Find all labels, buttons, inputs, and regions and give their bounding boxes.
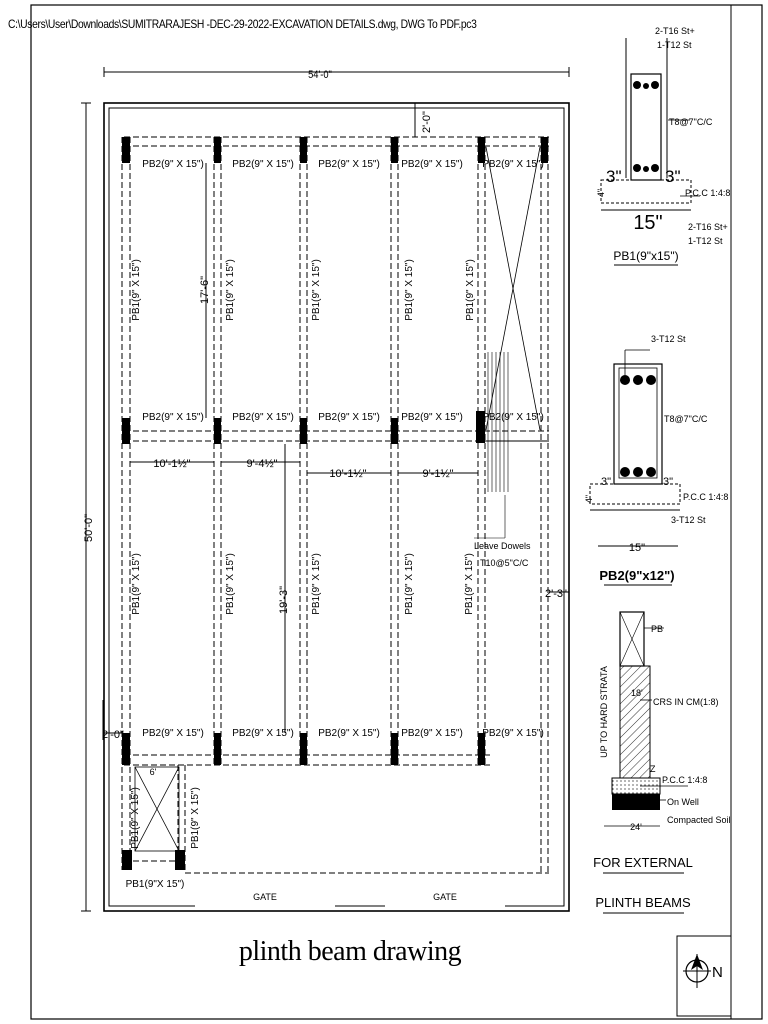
pb1-label: PB1(9" X 15") [465,259,476,321]
columns [122,137,548,870]
pb1-label: PB1(9" X 15") [225,553,236,615]
pb1-top-bars: 2-T16 St+ [655,26,695,36]
drawing-title: plinth beam drawing [238,936,462,967]
ext-width: 24' [630,822,642,832]
pb2-pcc: P.C.C 1:4:8 [683,492,728,502]
pb2-label: PB2(9" X 15") [142,412,204,423]
ext-caption-1: FOR EXTERNAL [593,855,693,870]
pb1-bottom-bars: 2-T16 St+ [688,222,728,232]
beam-lines-vertical [121,137,549,873]
north-arrow-block: N [676,935,732,1017]
pb2-label: PB2(9" X 15") [482,159,544,170]
pb2-label: PB2(9" X 15") [401,412,463,423]
bay-dim-3: 10'-1½" [329,468,366,480]
pb1-label: PB1(9" X 15") [131,553,142,615]
dim-lower-span: 19'-3" [278,586,290,614]
plot-boundary-outer [103,102,570,912]
pb2-top-bars: 3-T12 St [651,334,686,344]
plinth-plan: 54'-0" 50'-0" 2'-0" 17'-6" 19'-3" 2'-0" … [81,67,570,912]
north-label: N [712,964,723,981]
pb2-labels: PB2(9" X 15") PB2(9" X 15") PB2(9" X 15"… [142,159,544,739]
dim-width: 54'-0" [308,69,332,81]
pb1-label: PB1(9" X 15") [404,553,415,615]
pb2-label: PB2(9" X 15") [232,159,294,170]
gate-label: GATE [433,892,457,902]
ext-z: Z [650,764,656,774]
pb2-width: 15" [629,542,645,554]
pb2-label: PB2(9" X 15") [318,728,380,739]
pb2-label: PB2(9" X 15") [401,728,463,739]
pb1-pcc: P.C.C 1:4:8 [685,188,730,198]
external-detail: PB CRS IN CM(1:8) UP TO HARD STRATA 18' … [593,611,731,914]
pb2-label: PB2(9" X 15") [482,412,544,423]
pb2-label: PB2(9" X 15") [142,728,204,739]
pb1-caption: PB1(9"x15") [613,249,678,263]
pb2-label: PB2(9" X 15") [232,728,294,739]
pb1-dim-right: 3" [665,167,681,186]
dowels-note: Leave Dowels [474,541,531,551]
pb2-label: PB2(9" X 15") [318,412,380,423]
pb2-bottom-bars: 3-T12 St [671,515,706,525]
pb1-label: PB1(9" X 15") [464,553,475,615]
pb1-depth: 4" [596,189,606,197]
pb1-width: 15" [633,212,662,234]
dimension-lines [81,67,570,912]
pb1-label: PB1(9" X 15") [130,787,141,849]
bay-dim-2: 9'-4½" [246,458,277,470]
pb1-labels: PB1(9" X 15") PB1(9" X 15") PB1(9" X 15"… [130,259,476,849]
dim-upper-span: 17'-6" [199,276,211,304]
ext-pcc: P.C.C 1:4:8 [662,775,707,785]
ext-on-well: On Well [667,797,699,807]
small-bay-cross [134,766,180,852]
pb2-depth: 4" [584,495,594,503]
ext-crs: CRS IN CM(1:8) [653,697,719,707]
north-arrow-icon [683,954,711,988]
ext-pb: PB [651,624,663,634]
small-dim: 6' [150,767,157,777]
plot-boundary-inner [108,107,565,907]
dim-left-gap: 2'-0" [102,729,124,741]
dowel-lines [474,352,509,539]
pb2-label: PB2(9" X 15") [482,728,544,739]
ext-upto: UP TO HARD STRATA [599,666,609,758]
dim-right-gap: 2'-3" [545,588,567,600]
outer-border [30,4,763,1020]
pb1-dim-left: 3" [606,167,622,186]
pb1-label: PB1(9" X 15") [190,787,201,849]
bay-dim-4: 9'-1½" [422,468,453,480]
pb2-dim-right: 3" [663,476,673,488]
pb2-label: PB2(9" X 15") [232,412,294,423]
pb1-bottom-bars-2: 1-T12 St [688,236,723,246]
pb1-label: PB1(9" X 15") [404,259,415,321]
bay-dim-1: 10'-1½" [153,458,190,470]
pb2-caption: PB2(9"x12") [599,568,674,583]
pb1-bottom-label: PB1(9"X 15") [126,879,185,890]
dim-height: 50'-0" [83,514,95,542]
section-pb2: 3-T12 St T8@7"C/C 3" 3" 4" P.C.C 1:4:8 3… [584,334,728,586]
pb1-stirrups: T8@7"C/C [669,117,713,127]
pb2-label: PB2(9" X 15") [318,159,380,170]
pb2-label: PB2(9" X 15") [142,159,204,170]
pb1-top-bars-2: 1-T12 St [657,40,692,50]
pb2-stirrups: T8@7"C/C [664,414,708,424]
ext-offset: 18' [631,688,643,698]
section-pb1: 2-T16 St+ 1-T12 St T8@7"C/C 3" 3" 4" P.C… [596,26,730,266]
gate-label: GATE [253,892,277,902]
file-path-header: C:\Users\User\Downloads\SUMITRARAJESH -D… [8,17,477,31]
ext-compacted: Compacted Soil [667,815,731,825]
pb1-label: PB1(9" X 15") [311,259,322,321]
pb1-label: PB1(9" X 15") [311,553,322,615]
dowels-note: T10@5"C/C [480,558,529,568]
pb2-label: PB2(9" X 15") [401,159,463,170]
pb1-label: PB1(9" X 15") [131,259,142,321]
pb2-dim-left: 3" [601,476,611,488]
dim-top-gap: 2'-0" [421,111,433,133]
open-bay-cross [485,146,541,431]
ext-caption-2: PLINTH BEAMS [595,895,691,910]
pb1-label: PB1(9" X 15") [225,259,236,321]
